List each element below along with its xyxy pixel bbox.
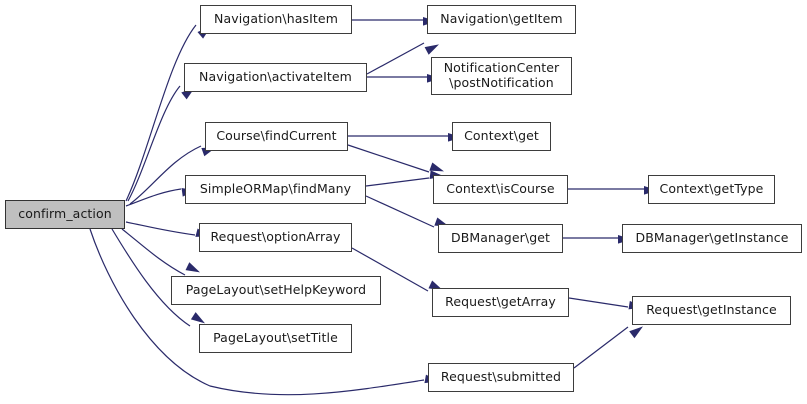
call-edge xyxy=(573,326,629,369)
graph-node-request-submitted[interactable]: Request\submitted xyxy=(428,363,574,392)
call-edge-arrowhead xyxy=(429,162,444,172)
graph-node-context-getType[interactable]: Context\getType xyxy=(648,175,775,204)
graph-node-label: DBManager\get xyxy=(450,230,551,246)
call-edge xyxy=(125,221,196,236)
graph-node-nav-getItem[interactable]: Navigation\getItem xyxy=(427,5,576,34)
call-edge xyxy=(127,85,181,202)
graph-node-course-findCurrent[interactable]: Course\findCurrent xyxy=(205,122,348,151)
graph-node-dbmanager-getInstance[interactable]: DBManager\getInstance xyxy=(622,224,802,253)
graph-node-nc-postNotification[interactable]: NotificationCenter \postNotification xyxy=(431,57,572,95)
call-edge-arrowhead xyxy=(424,44,439,55)
graph-node-sorm-findMany[interactable]: SimpleORMap\findMany xyxy=(185,175,366,204)
graph-node-request-optionArray[interactable]: Request\optionArray xyxy=(199,223,352,252)
graph-node-label: confirm_action xyxy=(18,206,112,222)
graph-node-label: Request\submitted xyxy=(440,369,562,385)
graph-node-label: PageLayout\setHelpKeyword xyxy=(185,282,367,298)
graph-node-label: Context\getType xyxy=(659,181,764,197)
graph-node-label: Context\get xyxy=(464,128,539,144)
call-edge xyxy=(365,177,430,187)
graph-node-label: PageLayout\setTitle xyxy=(213,330,338,346)
call-edge-arrowhead xyxy=(629,326,643,339)
graph-node-pl-setHelpKeyword[interactable]: PageLayout\setHelpKeyword xyxy=(171,276,381,305)
graph-node-request-getArray[interactable]: Request\getArray xyxy=(432,288,569,317)
graph-node-label: Request\optionArray xyxy=(210,229,341,245)
call-edge xyxy=(121,228,186,276)
graph-node-nav-hasItem[interactable]: Navigation\hasItem xyxy=(200,5,352,34)
graph-node-label: Navigation\getItem xyxy=(440,11,563,27)
graph-node-confirm-action[interactable]: confirm_action xyxy=(5,200,125,229)
call-edge-arrowhead xyxy=(185,262,200,273)
graph-node-label: Course\findCurrent xyxy=(216,128,337,144)
call-edge xyxy=(125,188,182,207)
graph-node-context-isCourse[interactable]: Context\isCourse xyxy=(433,175,568,204)
graph-node-label: Context\isCourse xyxy=(446,181,555,197)
call-edge xyxy=(365,195,435,228)
call-edge xyxy=(347,144,430,173)
graph-node-context-get[interactable]: Context\get xyxy=(452,122,551,151)
graph-node-label: Navigation\activateItem xyxy=(199,69,352,85)
call-edge xyxy=(89,228,425,396)
graph-node-label: Navigation\hasItem xyxy=(214,11,338,27)
graph-node-label: Request\getArray xyxy=(445,294,556,310)
call-edge xyxy=(366,42,425,75)
graph-node-dbmanager-get[interactable]: DBManager\get xyxy=(438,224,563,253)
call-edge xyxy=(568,297,629,308)
graph-node-label: DBManager\getInstance xyxy=(635,230,789,246)
graph-node-label: NotificationCenter \postNotification xyxy=(443,60,560,90)
graph-node-pl-setTitle[interactable]: PageLayout\setTitle xyxy=(199,324,352,353)
graph-node-label: SimpleORMap\findMany xyxy=(199,181,352,197)
graph-node-label: Request\getInstance xyxy=(646,302,777,318)
graph-node-nav-activateItem[interactable]: Navigation\activateItem xyxy=(184,63,367,92)
graph-node-request-getInstance[interactable]: Request\getInstance xyxy=(632,296,791,325)
